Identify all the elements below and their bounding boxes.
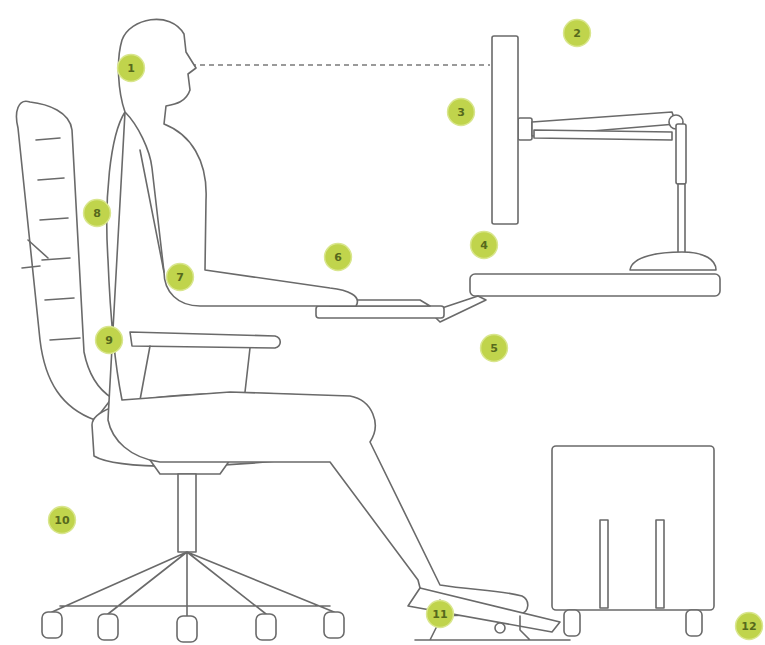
monitor xyxy=(492,36,518,224)
desk xyxy=(470,274,720,296)
callout-circle: 5 xyxy=(480,334,508,362)
sight-line xyxy=(182,64,490,65)
callout-circle-fill xyxy=(736,613,763,640)
callout-circle-fill xyxy=(84,200,111,227)
callout-number: 2 xyxy=(573,28,581,39)
callout-number: 10 xyxy=(54,515,69,526)
callout-circle: 8 xyxy=(83,199,111,227)
callout-circle-fill xyxy=(118,55,145,82)
callout-circle-fill xyxy=(471,232,498,259)
callout-number: 6 xyxy=(334,252,342,263)
callout-number: 12 xyxy=(741,621,756,632)
callout-circle: 2 xyxy=(563,19,591,47)
callout-circle-fill xyxy=(49,507,76,534)
callout-circle-fill xyxy=(96,327,123,354)
callout-circle-fill xyxy=(564,20,591,47)
callout-number: 9 xyxy=(105,335,113,346)
callout-circle: 6 xyxy=(324,243,352,271)
callout-number: 1 xyxy=(127,63,135,74)
callout-circle: 9 xyxy=(95,326,123,354)
callout-circle-fill xyxy=(448,99,475,126)
callout-number: 11 xyxy=(432,609,447,620)
callout-circle: 7 xyxy=(166,263,194,291)
monitor-arm xyxy=(518,112,716,270)
computer-tower xyxy=(552,446,714,636)
callout-circle: 11 xyxy=(426,600,454,628)
callout-circle-fill xyxy=(325,244,352,271)
callout-number: 8 xyxy=(93,208,101,219)
callout-circle-fill xyxy=(167,264,194,291)
callout-circle: 12 xyxy=(735,612,763,640)
seated-person xyxy=(107,19,528,616)
callout-number: 5 xyxy=(490,343,498,354)
callout-circle: 1 xyxy=(117,54,145,82)
callout-circle-fill xyxy=(427,601,454,628)
callout-circle: 10 xyxy=(48,506,76,534)
callout-number: 4 xyxy=(480,240,488,251)
callout-number: 3 xyxy=(457,107,465,118)
callout-circle: 3 xyxy=(447,98,475,126)
callout-number: 7 xyxy=(176,272,184,283)
footrest xyxy=(408,588,570,640)
callout-circle: 4 xyxy=(470,231,498,259)
callout-circle-fill xyxy=(481,335,508,362)
